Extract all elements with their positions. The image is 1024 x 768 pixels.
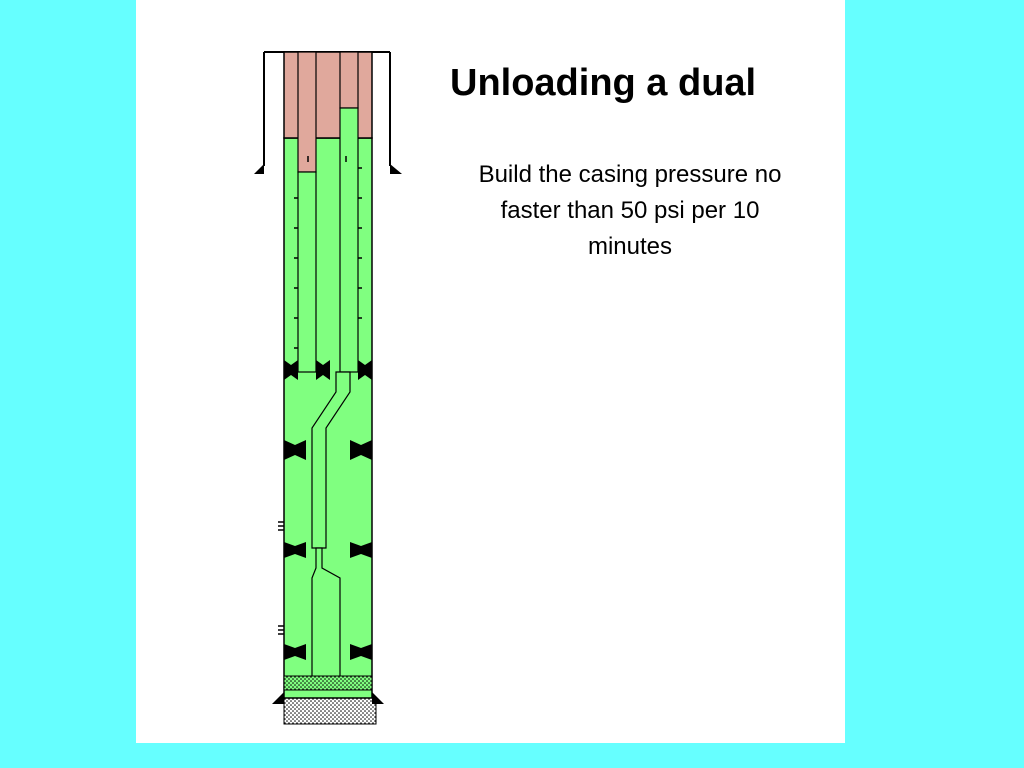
body-line-1: Build the casing pressure no — [478, 161, 782, 188]
body-line-2: faster than 50 psi per 10 — [500, 197, 760, 224]
casing-shoe-right — [390, 164, 402, 174]
casing-shoe-left — [254, 164, 264, 174]
dual-well-diagram — [254, 51, 402, 725]
gas-lift-valves — [294, 156, 362, 349]
bottom-shoe-left — [272, 692, 284, 704]
slide-panel — [136, 0, 845, 743]
packers — [284, 360, 372, 660]
body-line-3: minutes — [587, 233, 673, 260]
slide-body: Build the casing pressure no faster than… — [440, 157, 820, 265]
long-string-tubing — [297, 51, 317, 373]
slide-title: Unloading a dual — [450, 62, 757, 104]
annulus-gas — [283, 51, 373, 139]
short-string-tubing — [339, 51, 359, 373]
bottom-sand — [283, 675, 373, 691]
perforations — [278, 521, 284, 635]
bottom-rathole — [283, 697, 377, 725]
